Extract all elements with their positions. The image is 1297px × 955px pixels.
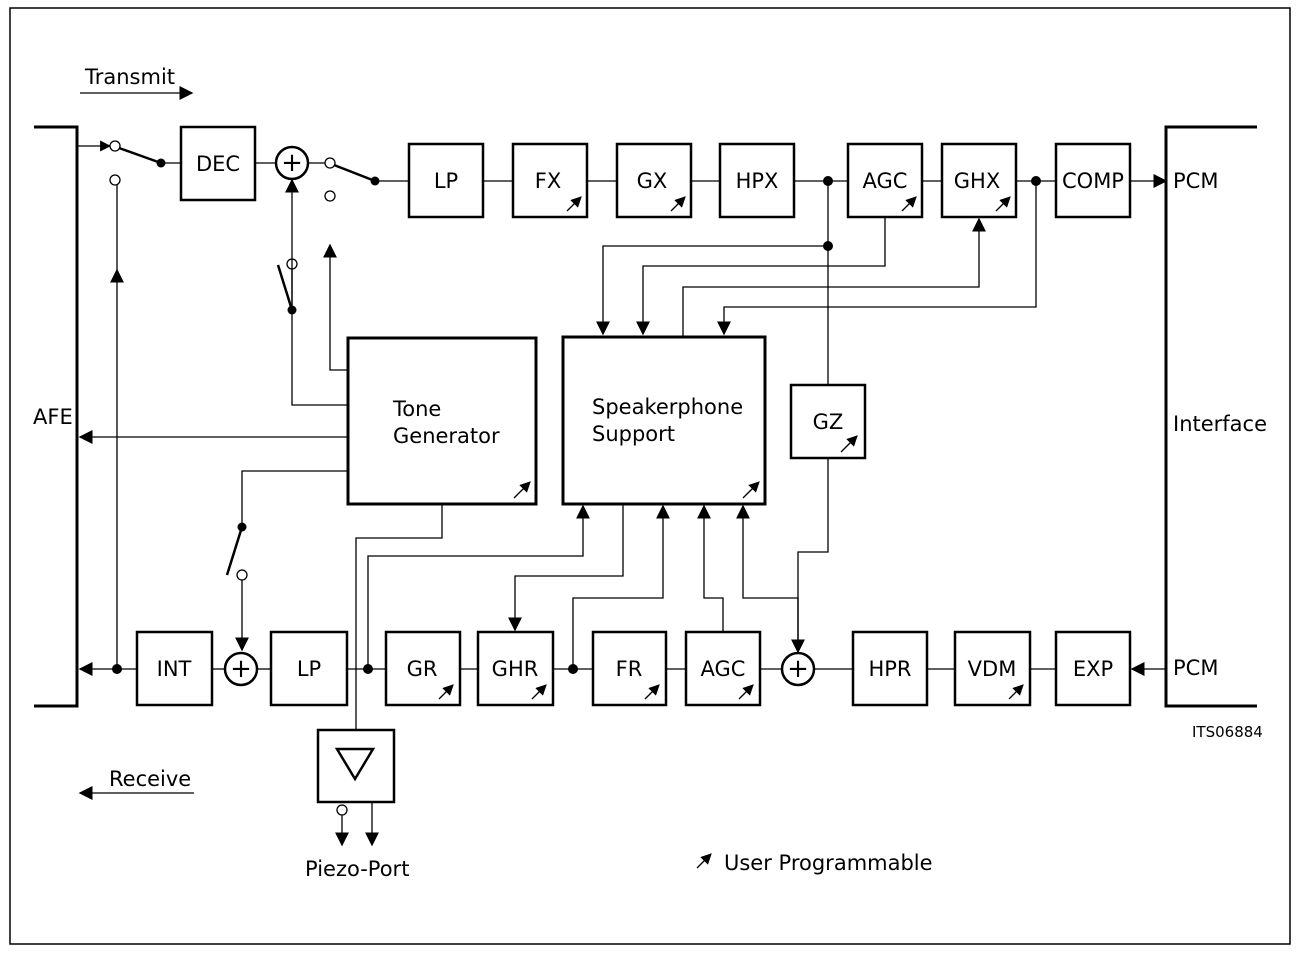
speakerphone-support-block: Speakerphone Support (561, 335, 767, 506)
svg-text:AGC: AGC (863, 169, 908, 193)
hpr-block: HPR (851, 630, 929, 707)
gz-block: GZ (789, 383, 867, 460)
hpx-block: HPX (718, 142, 796, 219)
svg-text:GHR: GHR (492, 657, 539, 681)
exp-block: EXP (1054, 630, 1132, 707)
svg-text:Support: Support (592, 422, 675, 446)
junction-dot (363, 664, 373, 674)
svg-text:VDM: VDM (968, 657, 1017, 681)
svg-text:LP: LP (297, 657, 321, 681)
tx-input-switch (109, 140, 166, 186)
pcm-tx-label: PCM (1173, 169, 1218, 193)
svg-text:+: + (281, 148, 303, 178)
svg-text:HPX: HPX (736, 169, 779, 193)
ghr-block: GHR (476, 630, 555, 707)
rx-summing-junction-1: + (223, 651, 259, 687)
piezo-driver-block (316, 728, 396, 804)
ghr-programmable-icon (531, 684, 547, 700)
gx-programmable-icon (670, 196, 686, 212)
junction-dot (112, 664, 122, 674)
piezo-port-label: Piezo-Port (305, 857, 409, 881)
gz-programmable-icon (840, 435, 858, 453)
svg-text:EXP: EXP (1073, 657, 1113, 681)
gz-to-summer-wire (791, 458, 829, 654)
speakerphone-control-wires (596, 181, 1037, 385)
svg-text:GHX: GHX (954, 169, 1000, 193)
agc-rx-programmable-icon (738, 684, 754, 700)
junction-dot (568, 664, 578, 674)
interface-bar (1164, 125, 1257, 708)
legend-label: User Programmable (724, 851, 933, 875)
receive-label: Receive (109, 767, 191, 791)
rx-summing-junction-2: + (780, 651, 816, 687)
amplifier-triangle-icon (334, 747, 376, 782)
svg-text:DEC: DEC (196, 152, 240, 176)
svg-text:AGC: AGC (701, 657, 746, 681)
afe-bar (34, 125, 79, 708)
svg-text:GX: GX (637, 169, 668, 193)
pcm-rx-label: PCM (1173, 656, 1218, 680)
fr-block: FR (591, 630, 668, 707)
gr-block: GR (384, 630, 462, 707)
outer-frame (9, 7, 1291, 945)
tone-generator-block: Tone Generator (346, 336, 538, 506)
svg-text:LP: LP (434, 169, 458, 193)
piezo-outputs (335, 802, 379, 847)
svg-text:Speakerphone: Speakerphone (592, 395, 743, 419)
int-block: INT (135, 630, 214, 707)
agc-tx-block: AGC (846, 142, 924, 219)
receive-control-wires (355, 504, 799, 730)
svg-text:Tone: Tone (392, 397, 441, 421)
svg-text:GZ: GZ (813, 410, 844, 434)
tx-tone-select-switch (324, 157, 380, 202)
gr-programmable-icon (438, 684, 454, 700)
svg-text:FX: FX (535, 169, 561, 193)
svg-text:COMP: COMP (1062, 169, 1124, 193)
dec-block: DEC (179, 125, 257, 202)
comp-block: COMP (1054, 142, 1132, 219)
agc-rx-block: AGC (684, 630, 762, 707)
speakerphone-programmable-icon (742, 481, 760, 499)
svg-text:+: + (787, 654, 809, 684)
vdm-block: VDM (953, 630, 1032, 707)
svg-text:HPR: HPR (868, 657, 911, 681)
svg-text:Generator: Generator (393, 424, 500, 448)
vdm-programmable-icon (1008, 684, 1024, 700)
svg-text:INT: INT (157, 657, 192, 681)
gx-block: GX (615, 142, 693, 219)
rx-tone-switch (225, 522, 249, 652)
tone-generator-wires (78, 178, 348, 527)
tx-summing-junction: + (274, 145, 310, 181)
lp-tx-block: LP (407, 142, 485, 219)
svg-text:FR: FR (616, 657, 643, 681)
transmit-label: Transmit (84, 65, 175, 89)
tone-programmable-icon (513, 481, 531, 499)
ghx-block: GHX (940, 142, 1018, 219)
fr-programmable-icon (644, 684, 660, 700)
user-programmable-icon (696, 853, 712, 869)
figure-id: ITS06884 (1192, 723, 1263, 741)
agc-tx-programmable-icon (901, 196, 917, 212)
lp-rx-block: LP (269, 630, 349, 707)
ghx-programmable-icon (995, 196, 1011, 212)
transmit-wires (77, 140, 1168, 188)
svg-text:+: + (230, 654, 252, 684)
fx-programmable-icon (566, 196, 582, 212)
afe-label: AFE (33, 405, 73, 429)
svg-text:GR: GR (407, 657, 438, 681)
fx-block: FX (511, 142, 589, 219)
interface-label: Interface (1173, 412, 1267, 436)
